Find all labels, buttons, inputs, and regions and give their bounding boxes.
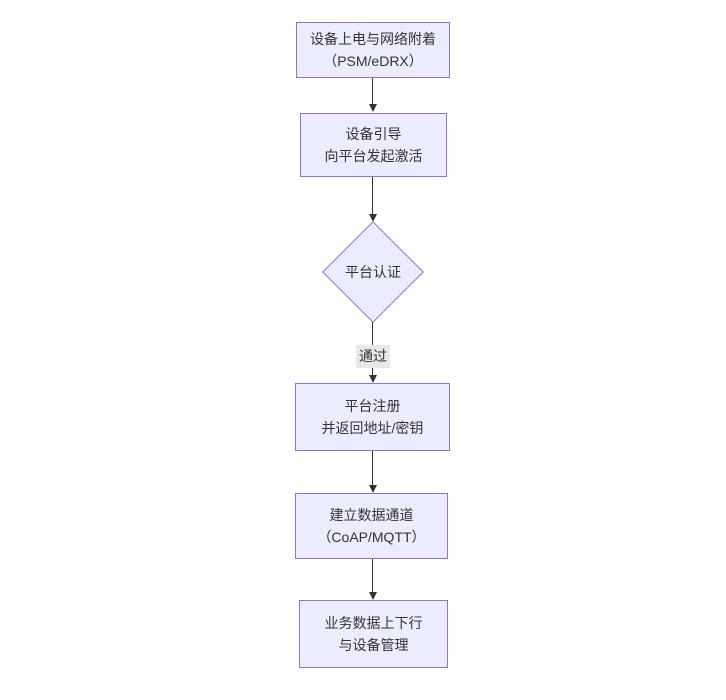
arrowhead-down-icon xyxy=(368,214,377,222)
arrowhead-down-icon xyxy=(368,104,377,112)
node-label-line: 业务数据上下行 xyxy=(324,615,423,631)
edge-line xyxy=(372,559,373,592)
arrowhead-down-icon xyxy=(368,592,377,600)
node-label-line: 向平台发起激活 xyxy=(324,148,423,164)
node-label-line: （PSM/eDRX） xyxy=(323,53,423,69)
node-business-data-mgmt: 业务数据上下行 与设备管理 xyxy=(299,600,448,668)
decision-label: 平台认证 xyxy=(345,264,401,280)
node-label-line: 并返回地址/密钥 xyxy=(321,420,424,436)
node-label-line: （CoAP/MQTT） xyxy=(317,529,426,545)
node-label-line: 与设备管理 xyxy=(338,637,409,653)
node-device-power-attach: 设备上电与网络附着 （PSM/eDRX） xyxy=(296,22,450,78)
edge-line xyxy=(372,78,373,104)
edge-e-f xyxy=(368,559,377,600)
node-label-line: 平台注册 xyxy=(344,398,401,414)
node-label-line: 设备上电与网络附着 xyxy=(310,31,436,47)
edge-a-b xyxy=(368,78,377,112)
edge-b-c xyxy=(368,177,377,222)
arrowhead-down-icon xyxy=(368,485,377,493)
edge-d-e xyxy=(368,451,377,493)
node-label-line: 建立数据通道 xyxy=(329,507,414,523)
arrowhead-down-icon xyxy=(368,375,377,383)
edge-line xyxy=(372,177,373,214)
edge-line xyxy=(372,451,373,485)
node-device-bootstrap: 设备引导 向平台发起激活 xyxy=(300,113,447,177)
node-platform-register: 平台注册 并返回地址/密钥 xyxy=(295,383,450,451)
edge-label-pass: 通过 xyxy=(356,345,390,368)
node-label-line: 设备引导 xyxy=(345,126,402,142)
node-data-channel: 建立数据通道 （CoAP/MQTT） xyxy=(295,493,448,559)
